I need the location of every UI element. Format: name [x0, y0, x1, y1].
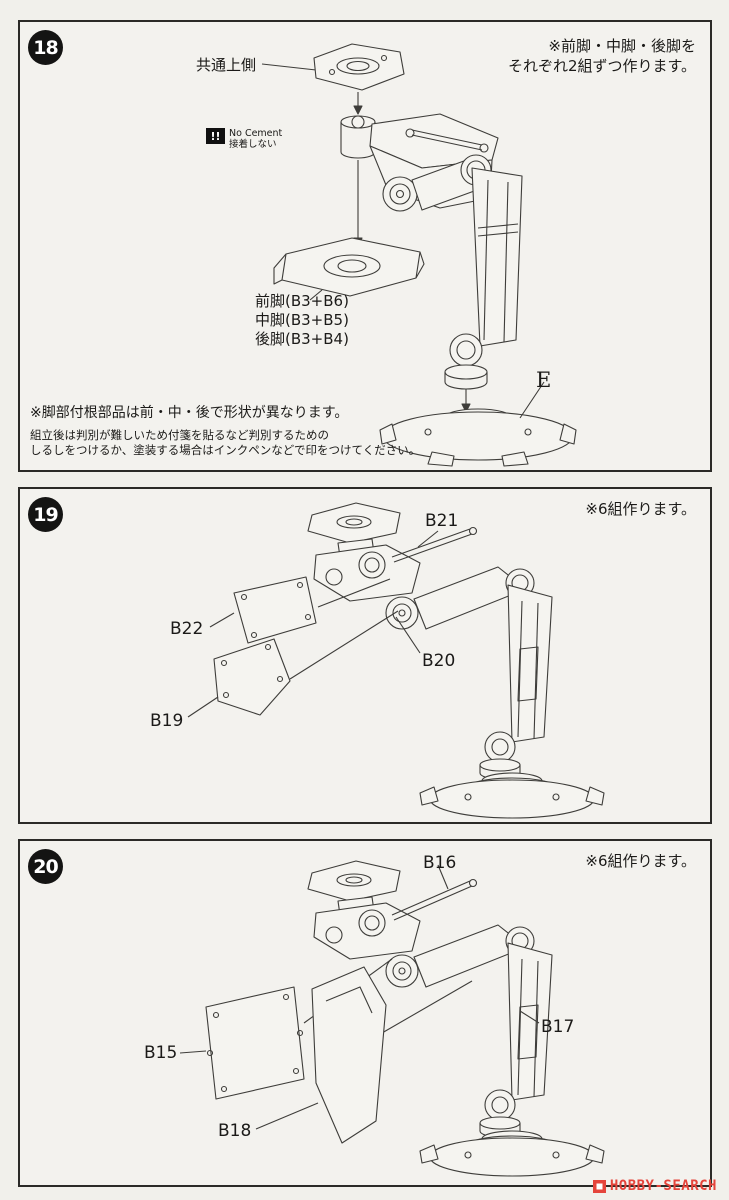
step-20-number-badge: 20 [28, 849, 63, 884]
part-label-b16: B16 [423, 853, 457, 873]
parts-list-front-leg: 前脚(B3+B6) [255, 292, 349, 310]
step-20-panel: 20 ※6組作ります。 B16 B15 B17 B18 [18, 839, 712, 1187]
step-18-note-line2: それぞれ2組ずつ作ります。 [507, 57, 696, 75]
step-19-panel: 19 ※6組作ります。 B21 B22 B20 B19 [18, 487, 712, 824]
footnote-line2: しるしをつけるか、塗装する場合はインクペンなどで印をつけてください。 [30, 443, 421, 457]
step-20-note: ※6組作ります。 [585, 851, 696, 871]
step-19-note-text: ※6組作ります。 [585, 500, 696, 518]
parts-list-middle-leg: 中脚(B3+B5) [255, 311, 349, 329]
step-19-number-badge: 19 [28, 497, 63, 532]
no-cement-line2: 接着しない [229, 139, 277, 150]
step-20-note-text: ※6組作ります。 [585, 852, 696, 870]
step-18-number-badge: 18 [28, 30, 63, 65]
part-label-b17: B17 [541, 1017, 575, 1037]
step-18-parts-list: 前脚(B3+B6) 中脚(B3+B5) 後脚(B3+B4) [255, 292, 349, 349]
parts-list-rear-leg: 後脚(B3+B4) [255, 330, 349, 348]
step-18-note: ※前脚・中脚・後脚を それぞれ2組ずつ作ります。 [508, 36, 696, 76]
part-label-b22: B22 [170, 619, 204, 639]
step-18-footnote: ※脚部付根部品は前・中・後で形状が異なります。 組立後は判別が難しいため付箋を貼… [30, 402, 420, 458]
common-upper-label: 共通上側 [196, 56, 257, 74]
hobby-search-logo-icon [592, 1179, 606, 1193]
step-20-diagram [179, 860, 605, 1177]
step-20-number: 20 [33, 855, 58, 878]
part-label-b21: B21 [425, 511, 459, 531]
no-cement-icon: !! [206, 128, 225, 144]
footnote-line1: 組立後は判別が難しいため付箋を貼るなど判別するための [30, 428, 329, 442]
step-19-note: ※6組作ります。 [585, 499, 696, 519]
hobby-search-text: HOBBY-SEARCH [609, 1178, 717, 1194]
step-19-number: 19 [33, 503, 58, 526]
part-label-e: E [536, 368, 552, 392]
part-label-b20: B20 [422, 651, 456, 671]
step-19-diagram [187, 502, 605, 819]
no-cement-warning: !! No Cement 接着しない [206, 128, 282, 150]
no-cement-text: No Cement 接着しない [229, 128, 282, 150]
part-label-b15: B15 [144, 1043, 178, 1063]
step-18-panel: 18 ※前脚・中脚・後脚を それぞれ2組ずつ作ります。 共通上側 !! No C… [18, 20, 712, 472]
step-18-number: 18 [33, 36, 58, 59]
part-label-b19: B19 [150, 711, 184, 731]
hobby-search-watermark: HOBBY-SEARCH [592, 1178, 717, 1194]
step-18-diagram [261, 43, 577, 467]
step-18-note-line1: ※前脚・中脚・後脚を [548, 37, 696, 55]
footnote-title: ※脚部付根部品は前・中・後で形状が異なります。 [30, 405, 349, 421]
part-label-b18: B18 [218, 1121, 252, 1141]
no-cement-line1: No Cement [229, 128, 283, 139]
